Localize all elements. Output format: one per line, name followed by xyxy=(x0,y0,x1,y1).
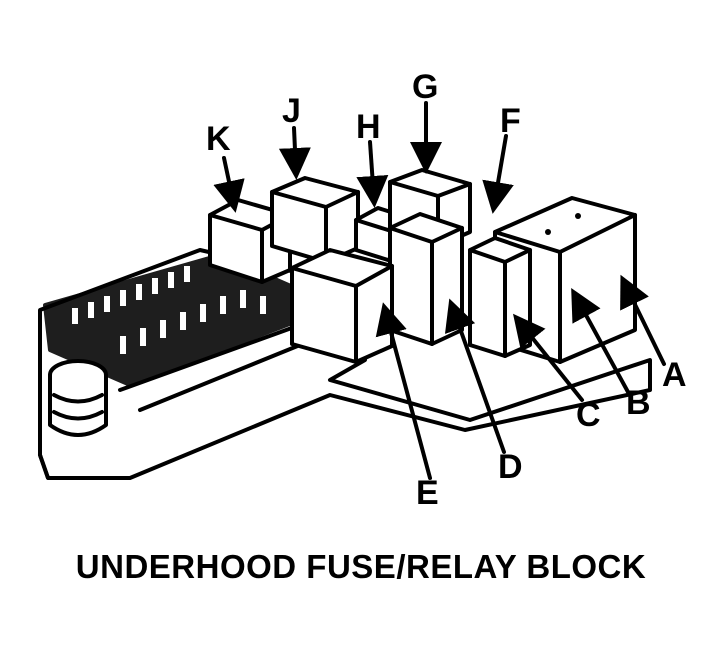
callout-b: B xyxy=(626,384,651,422)
leader-e xyxy=(375,302,432,480)
leader-a xyxy=(620,274,666,366)
callout-h: H xyxy=(356,108,381,146)
relay-e xyxy=(290,248,394,364)
leader-c xyxy=(513,313,584,402)
callout-c: C xyxy=(576,396,601,434)
callout-a: A xyxy=(662,356,687,394)
round-connector xyxy=(48,359,108,437)
relay-j xyxy=(270,176,360,264)
leader-k xyxy=(213,156,245,213)
relay-c xyxy=(468,236,532,358)
callout-g: G xyxy=(412,68,438,106)
callout-j: J xyxy=(282,92,301,130)
leader-lines xyxy=(213,101,666,480)
callout-k: K xyxy=(206,120,231,158)
leader-h xyxy=(356,140,389,208)
callout-e: E xyxy=(416,474,439,512)
leader-f xyxy=(482,134,514,214)
callout-f: F xyxy=(500,102,521,140)
relay-d xyxy=(388,212,464,346)
leader-b xyxy=(571,287,630,394)
diagram-caption: UNDERHOOD FUSE/RELAY BLOCK xyxy=(75,548,647,585)
callout-d: D xyxy=(498,448,523,486)
leader-j xyxy=(278,126,311,180)
leader-d xyxy=(444,298,506,454)
